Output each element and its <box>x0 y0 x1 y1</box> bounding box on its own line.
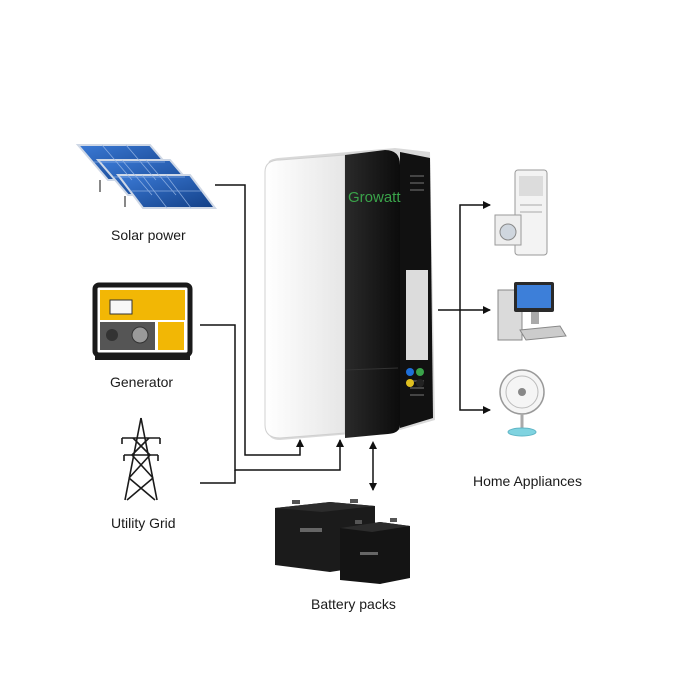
inverter-brand-text: Growatt <box>348 189 401 206</box>
loads-label-text: Home Appliances <box>473 473 582 489</box>
electric-fan-icon <box>499 369 545 437</box>
generator-label-text: Generator <box>110 374 173 390</box>
generator-icon <box>92 282 193 360</box>
battery-label-text: Battery packs <box>311 596 396 612</box>
air-conditioner-icon <box>494 169 548 256</box>
solar-panel-icon <box>75 144 218 209</box>
desktop-computer-icon <box>497 282 567 341</box>
inverter-unit <box>264 148 435 440</box>
grid-label-text: Utility Grid <box>111 515 176 531</box>
battery-pack-icon <box>275 499 410 584</box>
power-tower-icon <box>121 417 161 501</box>
solar-label-text: Solar power <box>111 227 186 243</box>
source-connectors <box>200 184 344 484</box>
load-connectors <box>438 201 491 414</box>
